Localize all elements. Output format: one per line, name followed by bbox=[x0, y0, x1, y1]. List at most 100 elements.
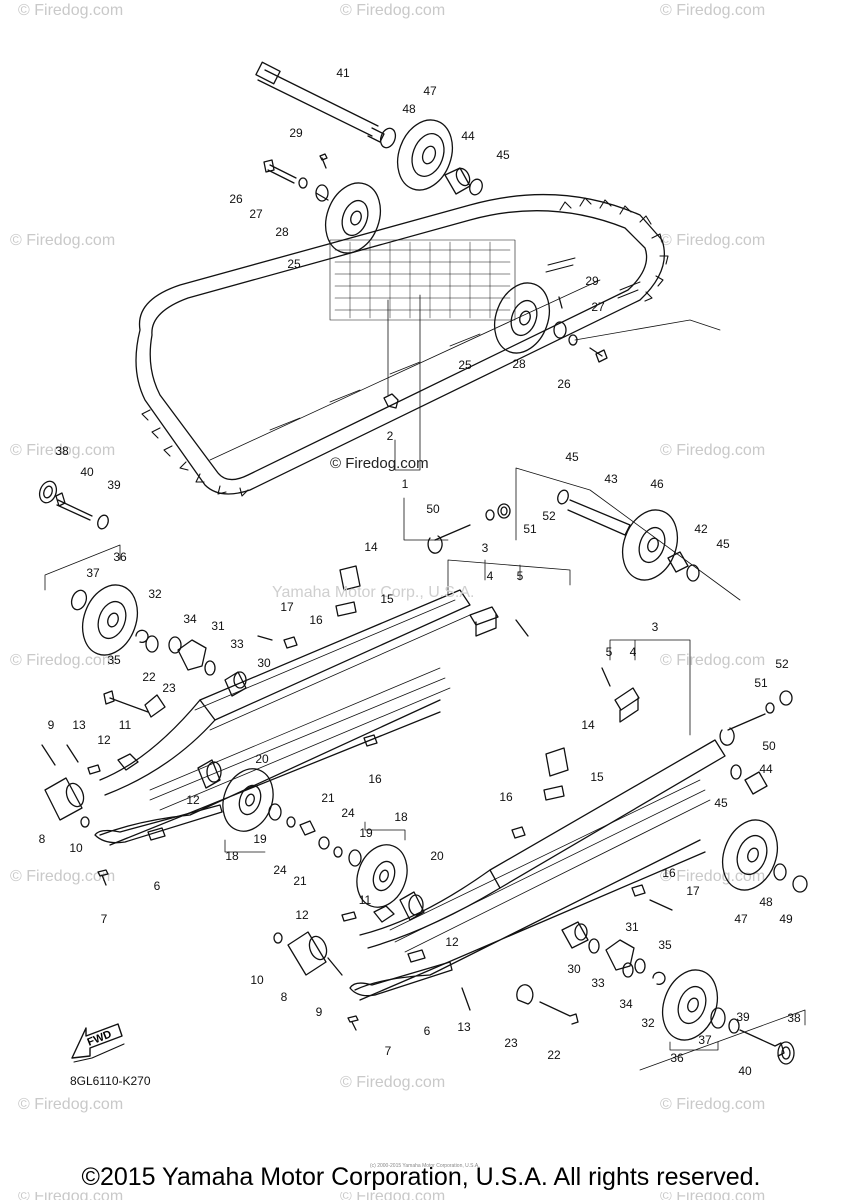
callout-18: 18 bbox=[394, 810, 408, 824]
callout-37: 37 bbox=[86, 566, 100, 580]
part-23-bracket bbox=[516, 984, 534, 1005]
slide-rail-upper bbox=[99, 589, 471, 846]
part-5-pin bbox=[515, 619, 529, 637]
callout-27: 27 bbox=[249, 207, 263, 221]
part-44-spacer bbox=[744, 771, 768, 795]
callout-12: 12 bbox=[186, 793, 200, 807]
part-8-damper bbox=[44, 777, 85, 821]
watermark: © Firedog.com bbox=[660, 1192, 765, 1200]
callout-40: 40 bbox=[80, 465, 94, 479]
callout-35: 35 bbox=[107, 653, 121, 667]
part-51-washer bbox=[485, 509, 495, 521]
part-6-slide bbox=[94, 804, 223, 844]
callout-7: 7 bbox=[100, 912, 108, 926]
callout-11: 11 bbox=[118, 718, 132, 732]
callout-36: 36 bbox=[113, 550, 127, 564]
callout-7: 7 bbox=[384, 1044, 392, 1058]
callout-14: 14 bbox=[364, 540, 378, 554]
part-36-idler-wheel bbox=[81, 584, 139, 656]
callout-51: 51 bbox=[523, 522, 537, 536]
callout-44: 44 bbox=[759, 762, 773, 776]
callout-37: 37 bbox=[698, 1033, 712, 1047]
watermark: © Firedog.com bbox=[660, 868, 766, 885]
callout-9: 9 bbox=[47, 718, 55, 732]
part-6-slide bbox=[349, 961, 453, 997]
part-21-ring bbox=[286, 816, 296, 828]
callout-41: 41 bbox=[336, 66, 350, 80]
callout-16: 16 bbox=[662, 866, 676, 880]
callout-25: 25 bbox=[458, 358, 472, 372]
diagram-code: 8GL6110-K270 bbox=[70, 1074, 151, 1088]
part-41-shaft bbox=[255, 61, 385, 143]
part-47-idler-wheel bbox=[396, 119, 454, 191]
callout-48: 48 bbox=[759, 895, 773, 909]
part-48-bearing bbox=[379, 127, 397, 149]
callout-5: 5 bbox=[605, 645, 613, 659]
callout-45: 45 bbox=[496, 148, 510, 162]
part-50-bolt bbox=[719, 713, 766, 746]
callout-16: 16 bbox=[309, 613, 323, 627]
part-29-screw bbox=[558, 296, 563, 309]
part-25-wheel bbox=[324, 182, 382, 254]
callout-27: 27 bbox=[591, 300, 605, 314]
callout-16: 16 bbox=[368, 772, 382, 786]
part-25-wheel bbox=[493, 282, 551, 354]
callout-30: 30 bbox=[567, 962, 581, 976]
part-4-bracket bbox=[614, 687, 640, 723]
callout-45: 45 bbox=[714, 796, 728, 810]
callout-20: 20 bbox=[430, 849, 444, 863]
part-52-nut bbox=[497, 503, 511, 519]
callout-21: 21 bbox=[293, 874, 307, 888]
callout-16: 16 bbox=[499, 790, 513, 804]
callout-13: 13 bbox=[72, 718, 86, 732]
callout-8: 8 bbox=[38, 832, 46, 846]
fwd-label: FWD bbox=[86, 1028, 114, 1049]
part-12-clip bbox=[147, 827, 166, 841]
part-7-bolt bbox=[97, 869, 109, 886]
callout-49: 49 bbox=[779, 912, 793, 926]
center-watermark: © Firedog.com bbox=[330, 455, 429, 472]
part-47-wheel bbox=[721, 819, 779, 891]
slide-rail-lower bbox=[354, 739, 726, 1001]
part-26-bolt bbox=[263, 159, 297, 184]
callout-52: 52 bbox=[542, 509, 556, 523]
part-38-bearing bbox=[777, 1041, 795, 1065]
part-39-washer bbox=[97, 514, 109, 530]
callout-39: 39 bbox=[736, 1010, 750, 1024]
part-52-nut bbox=[779, 690, 793, 706]
part-33-ring bbox=[204, 660, 216, 676]
fwd-arrow-icon bbox=[71, 1023, 125, 1063]
part-50-bolt bbox=[427, 524, 471, 554]
callout-39: 39 bbox=[107, 478, 121, 492]
callout-50: 50 bbox=[762, 739, 776, 753]
watermark: © Firedog.com bbox=[340, 1192, 445, 1200]
part-13-screw bbox=[461, 987, 471, 1011]
part-14-block bbox=[545, 747, 569, 777]
part-32-circlip bbox=[135, 629, 149, 643]
watermark: © Firedog.com bbox=[340, 2, 446, 19]
part-35-bushing bbox=[634, 958, 646, 974]
part-27-washer bbox=[298, 177, 308, 189]
callout-29: 29 bbox=[585, 274, 599, 288]
callout-3: 3 bbox=[481, 541, 489, 555]
part-40-bolt bbox=[739, 1029, 785, 1057]
callout-10: 10 bbox=[250, 973, 264, 987]
part-30-collar bbox=[224, 671, 247, 697]
callout-51: 51 bbox=[754, 676, 768, 690]
callout-11: 11 bbox=[358, 893, 372, 907]
callout-13: 13 bbox=[457, 1020, 471, 1034]
part-45-bushing bbox=[730, 764, 742, 780]
watermark: © Firedog.com bbox=[340, 1074, 446, 1091]
part-24-spacer bbox=[299, 820, 316, 836]
part-28-collar bbox=[553, 321, 567, 339]
callout-15: 15 bbox=[380, 592, 394, 606]
part-26-bolt bbox=[589, 347, 608, 363]
part-48-bearing bbox=[773, 863, 787, 881]
callout-10: 10 bbox=[69, 841, 83, 855]
callout-32: 32 bbox=[148, 587, 162, 601]
part-12-clip bbox=[87, 764, 101, 775]
part-36-idler-wheel bbox=[661, 969, 719, 1041]
callout-23: 23 bbox=[504, 1036, 518, 1050]
watermark: © Firedog.com bbox=[660, 442, 766, 459]
